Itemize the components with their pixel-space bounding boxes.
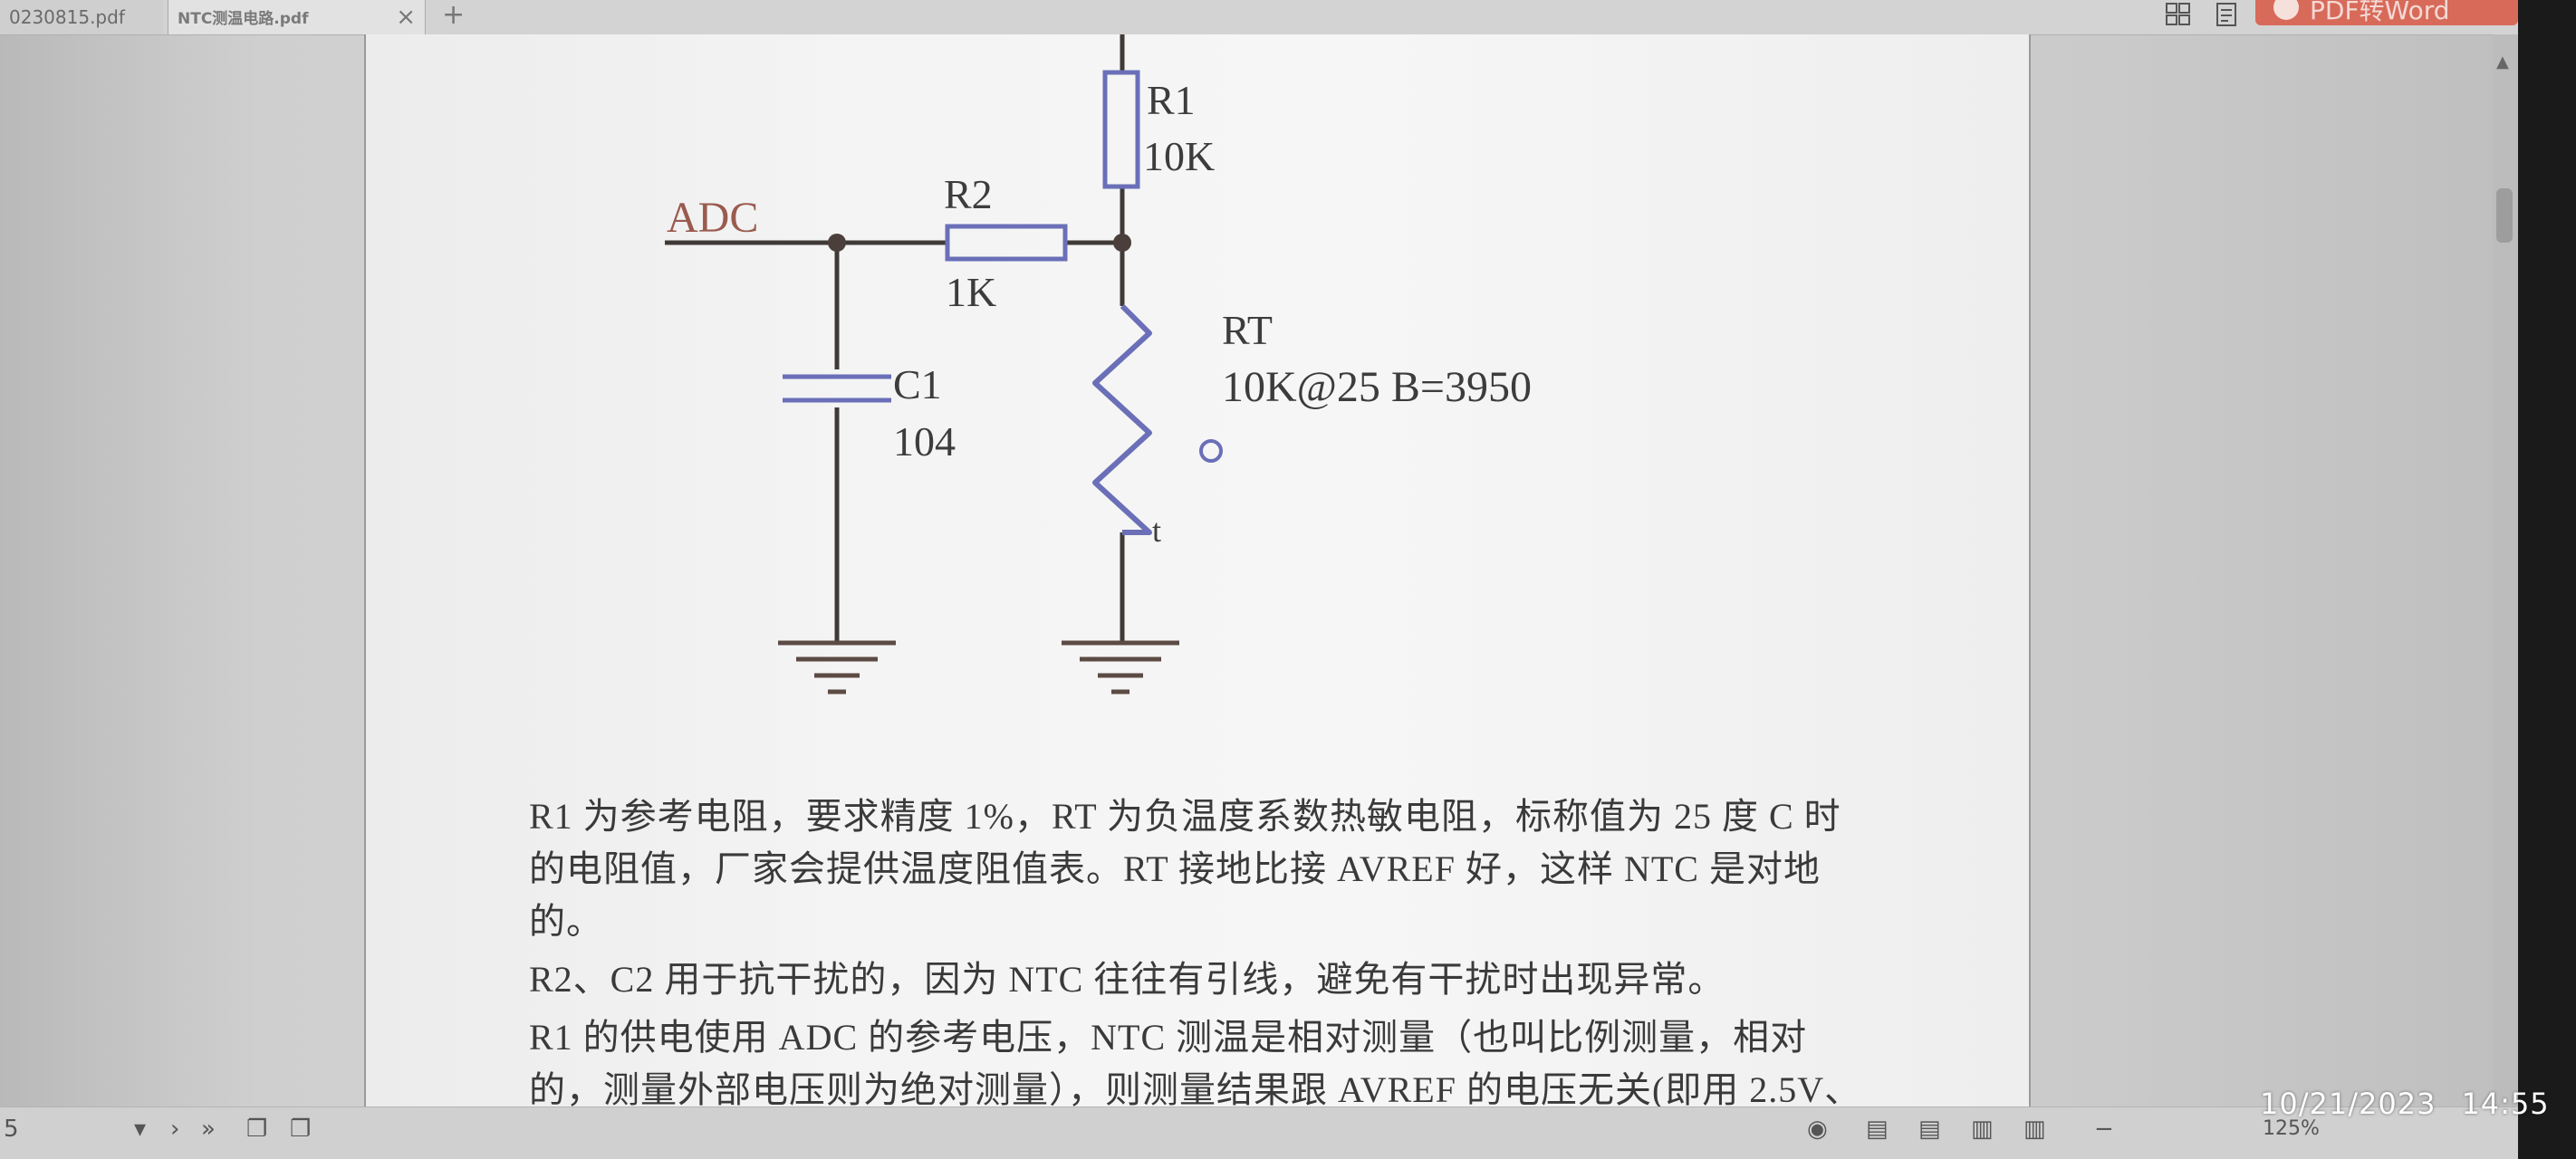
screen-edge (2518, 0, 2576, 1159)
tab-pdf-1[interactable]: 0230815.pdf (0, 0, 163, 34)
eye-icon[interactable]: ◉ (1807, 1116, 1828, 1143)
two-page-icon[interactable]: ▥ (1971, 1116, 1994, 1143)
rt-thermistor (1092, 303, 1152, 535)
grid-view-icon[interactable] (2163, 2, 2194, 29)
page-number-field[interactable]: 5 (4, 1116, 19, 1143)
tab-bar: 0230815.pdf NTC测温电路.pdf × + PDF转Word (0, 0, 2576, 35)
pdf-to-word-button[interactable]: PDF转Word (2255, 0, 2518, 25)
r1-resistor (1102, 70, 1140, 189)
next-page-icon[interactable]: › (170, 1116, 180, 1143)
c1-capacitor (783, 374, 891, 403)
pdf-convert-icon (2273, 0, 2299, 20)
zoom-level[interactable]: 125% (2263, 1117, 2320, 1140)
vertical-scrollbar[interactable]: ▲ (2493, 34, 2518, 1130)
c1-value: 104 (893, 418, 956, 465)
pdf-to-word-label: PDF转Word (2310, 0, 2450, 25)
tab-ntc-pdf[interactable]: NTC测温电路.pdf × (168, 0, 426, 34)
r1-name: R1 (1147, 77, 1196, 123)
ntc-circuit-schematic: ADC R1 10K R2 1K C1 104 RT 10K@25 B=3950… (665, 34, 1532, 694)
paragraph-1: R1 为参考电阻，要求精度 1%，RT 为负温度系数热敏电阻，标称值为 25 度… (529, 796, 1841, 942)
r1-value: 10K (1143, 133, 1215, 179)
timestamp-time: 14:55 (2461, 1087, 2550, 1121)
last-page-icon[interactable]: » (201, 1116, 216, 1143)
ground-symbol-right (1062, 640, 1179, 694)
ground-symbol-left (778, 640, 896, 694)
timestamp-date: 10/21/2023 (2260, 1087, 2437, 1121)
paragraph-2: R2、C2 用于抗干扰的，因为 NTC 往往有引线，避免有干扰时出现异常。 (529, 959, 1725, 1000)
bottom-toolbar: 5 ▾ › » ❐ ❐ ◉ ▤ ▤ ▥ ▥ − 125% (0, 1106, 2518, 1159)
single-page-icon[interactable]: ▤ (1866, 1116, 1889, 1143)
document-body: R1 为参考电阻，要求精度 1%，RT 为负温度系数热敏电阻，标称值为 25 度… (529, 790, 1870, 1159)
continuous-page-icon[interactable]: ▤ (1918, 1116, 1941, 1143)
add-tab-icon[interactable]: + (442, 0, 466, 31)
document-icon[interactable] (2212, 2, 2243, 29)
r2-value: 1K (946, 269, 996, 315)
rt-value: 10K@25 B=3950 (1222, 363, 1532, 411)
tab-label: 0230815.pdf (9, 6, 125, 28)
junction-dot (828, 234, 846, 252)
rt-name: RT (1222, 307, 1273, 353)
tab-label: NTC测温电路.pdf (178, 10, 309, 28)
wires (665, 34, 1125, 641)
dropdown-icon[interactable]: ▾ (134, 1116, 147, 1143)
scroll-up-icon[interactable]: ▲ (2496, 53, 2509, 72)
scroll-thumb[interactable] (2496, 188, 2513, 243)
close-icon[interactable]: × (396, 4, 416, 31)
adc-net-label: ADC (667, 194, 758, 242)
copy-page-icon[interactable]: ❐ (246, 1116, 268, 1143)
junction-dot (1113, 234, 1131, 252)
zoom-out-icon[interactable]: − (2094, 1116, 2114, 1143)
book-view-icon[interactable]: ▥ (2023, 1116, 2046, 1143)
document-page: ADC R1 10K R2 1K C1 104 RT 10K@25 B=3950… (364, 34, 2031, 1159)
rt-symbol: t (1152, 512, 1161, 549)
copy-page-alt-icon[interactable]: ❐ (290, 1116, 312, 1143)
r2-resistor (945, 224, 1068, 262)
photo-timestamp: 10/21/2023 14:55 (2260, 1087, 2550, 1121)
c1-name: C1 (893, 361, 942, 407)
r2-name: R2 (944, 171, 993, 217)
rt-pin-circle (1199, 439, 1223, 463)
